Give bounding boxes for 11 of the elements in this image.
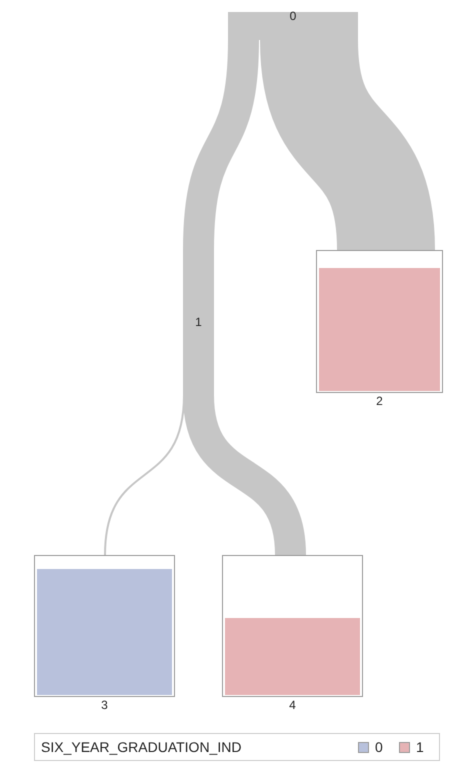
legend-label: 1 (416, 739, 424, 755)
flow-band (183, 394, 306, 556)
legend-label: 0 (375, 739, 383, 755)
node-id: 4 (288, 699, 297, 711)
node-id: 2 (375, 395, 384, 407)
flow-band (183, 40, 259, 250)
node-id: 0 (290, 10, 296, 22)
node-id: 1 (195, 316, 202, 328)
node-id: 3 (100, 699, 109, 711)
root-node (228, 12, 358, 40)
legend-title: SIX_YEAR_GRADUATION_IND (41, 739, 242, 755)
